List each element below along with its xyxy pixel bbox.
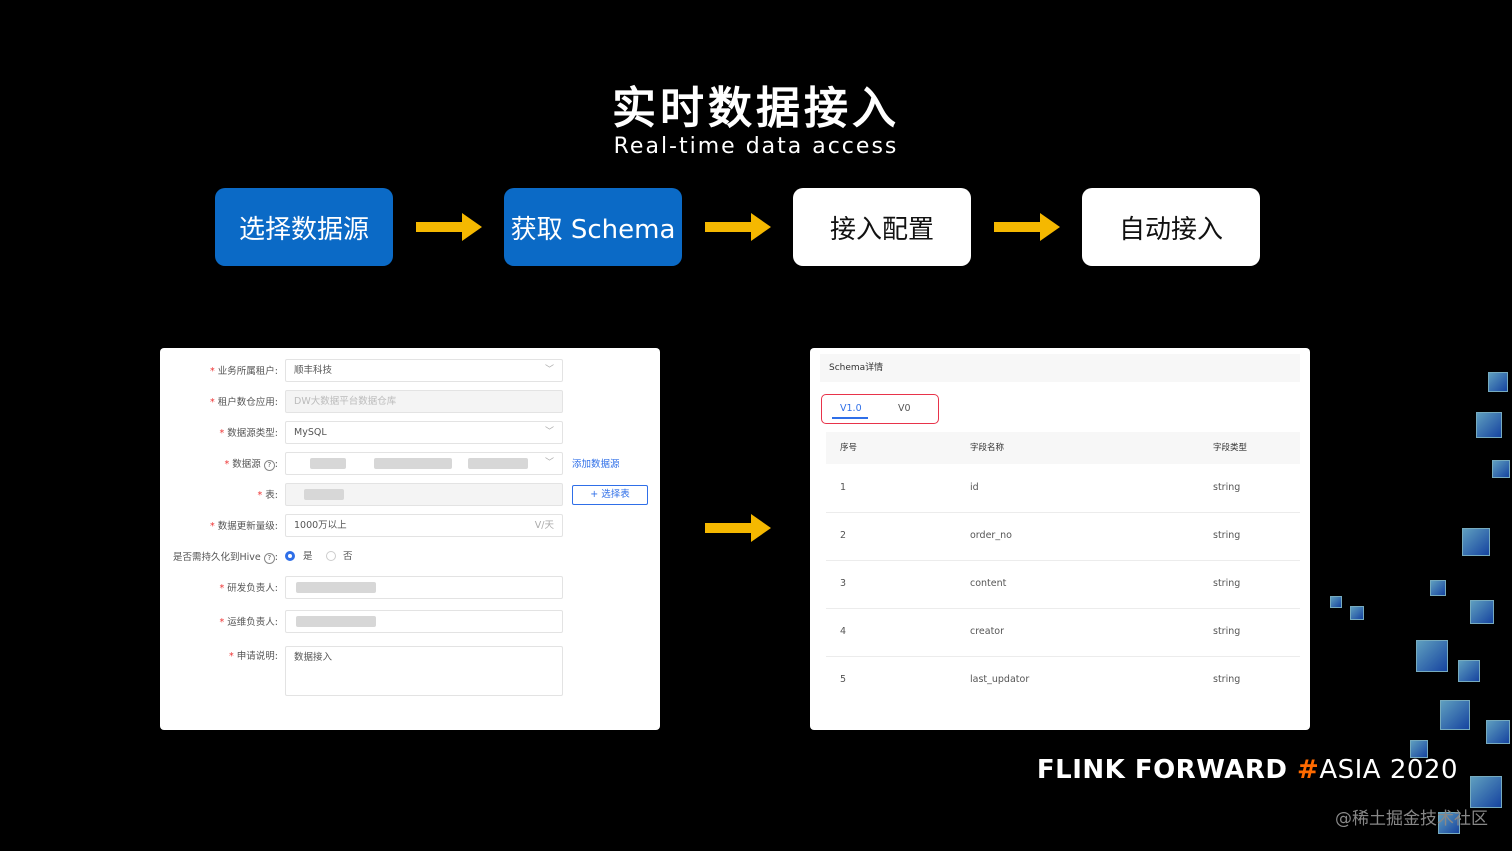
slide-subtitle: Real-time data access bbox=[613, 134, 899, 159]
datasource-select[interactable]: ﹀ bbox=[285, 452, 563, 475]
form-row-dev-owner: *研发负责人: bbox=[160, 576, 660, 602]
step-access-config: 接入配置 bbox=[793, 188, 971, 266]
radio-yes[interactable] bbox=[285, 551, 295, 561]
col-header-field-type: 字段类型 bbox=[1213, 443, 1248, 453]
arrow-icon bbox=[994, 213, 1060, 241]
table-row: 3 content string bbox=[826, 560, 1300, 609]
arrow-icon bbox=[705, 514, 771, 542]
form-row-ops-owner: *运维负责人: bbox=[160, 610, 660, 636]
form-row-tenant: *业务所属租户: 顺丰科技﹀ bbox=[160, 359, 660, 385]
ops-owner-input[interactable] bbox=[285, 610, 563, 633]
tab-v1-0[interactable]: V1.0 bbox=[840, 403, 862, 414]
radio-no-label: 否 bbox=[343, 551, 353, 562]
form-row-table: *表: + 选择表 bbox=[160, 483, 660, 509]
select-table-button[interactable]: + 选择表 bbox=[572, 485, 648, 505]
arrow-icon bbox=[705, 213, 771, 241]
form-label: 是否需持久化到Hive bbox=[173, 552, 261, 563]
active-tab-underline bbox=[832, 417, 868, 419]
redacted-value bbox=[310, 458, 346, 469]
cell-field-type: string bbox=[1213, 482, 1241, 493]
cell-index: 3 bbox=[840, 578, 847, 589]
help-icon[interactable]: ? bbox=[263, 553, 275, 564]
redacted-value bbox=[374, 458, 452, 469]
chevron-down-icon: ﹀ bbox=[544, 427, 554, 437]
form-row-hive: 是否需持久化到Hive ?: 是 否 bbox=[160, 545, 660, 571]
cell-field-name: content bbox=[970, 578, 1007, 589]
cell-field-type: string bbox=[1213, 578, 1241, 589]
col-header-field-name: 字段名称 bbox=[970, 443, 1005, 453]
step-select-datasource: 选择数据源 bbox=[215, 188, 393, 266]
arrow-icon bbox=[416, 213, 482, 241]
form-label: 业务所属租户: bbox=[217, 366, 278, 377]
cell-field-name: creator bbox=[970, 626, 1005, 637]
tab-v0[interactable]: V0 bbox=[898, 403, 911, 414]
volume-unit: V/天 bbox=[534, 520, 554, 531]
form-label: 表: bbox=[265, 490, 278, 501]
table-row: 1 id string bbox=[826, 464, 1300, 513]
table-row: 5 last_updator string bbox=[826, 656, 1300, 704]
cell-index: 1 bbox=[840, 482, 847, 493]
table-row: 4 creator string bbox=[826, 608, 1300, 657]
tenant-app-input: DW大数据平台数据仓库 bbox=[285, 390, 563, 413]
datasource-type-select[interactable]: MySQL﹀ bbox=[285, 421, 563, 444]
description-textarea[interactable]: 数据接入 bbox=[285, 646, 563, 696]
form-row-tenant-app: *租户数仓应用: DW大数据平台数据仓库 bbox=[160, 390, 660, 416]
form-row-description: *申请说明: 数据接入 bbox=[160, 644, 660, 696]
form-label: 数据源类型: bbox=[227, 428, 278, 439]
cell-field-name: last_updator bbox=[970, 674, 1030, 685]
form-row-datasource-type: *数据源类型: MySQL﹀ bbox=[160, 421, 660, 447]
table-row: 2 order_no string bbox=[826, 512, 1300, 561]
cell-field-name: id bbox=[970, 482, 979, 493]
dev-owner-input[interactable] bbox=[285, 576, 563, 599]
col-header-index: 序号 bbox=[840, 443, 858, 453]
form-row-datasource: *数据源 ?: ﹀ 添加数据源 bbox=[160, 452, 660, 478]
cell-field-type: string bbox=[1213, 530, 1241, 541]
table-input bbox=[285, 483, 563, 506]
form-label: 租户数仓应用: bbox=[217, 397, 278, 408]
watermark: @稀土掘金技术社区 bbox=[1335, 809, 1488, 829]
flink-forward-logo: FLINK FORWARD #ASIA 2020 bbox=[1036, 755, 1458, 785]
cell-field-name: order_no bbox=[970, 530, 1012, 541]
redacted-value bbox=[468, 458, 528, 469]
cell-field-type: string bbox=[1213, 626, 1241, 637]
schema-detail-panel: Schema详情 V1.0 V0 序号 字段名称 字段类型 1 id strin… bbox=[810, 348, 1310, 730]
version-tabs: V1.0 V0 bbox=[821, 394, 939, 424]
cell-index: 4 bbox=[840, 626, 847, 637]
cell-index: 5 bbox=[840, 674, 847, 685]
step-auto-access: 自动接入 bbox=[1082, 188, 1260, 266]
access-form-panel: *业务所属租户: 顺丰科技﹀ *租户数仓应用: DW大数据平台数据仓库 *数据源… bbox=[160, 348, 660, 730]
form-label: 研发负责人: bbox=[227, 583, 278, 594]
schema-header: Schema详情 bbox=[820, 354, 1300, 382]
step-get-schema: 获取 Schema bbox=[504, 188, 682, 266]
chevron-down-icon: ﹀ bbox=[544, 365, 554, 375]
radio-yes-label: 是 bbox=[303, 551, 313, 562]
redacted-value bbox=[296, 616, 376, 627]
form-label: 数据源 bbox=[232, 459, 261, 470]
add-datasource-link[interactable]: 添加数据源 bbox=[572, 459, 620, 470]
slide-title: 实时数据接入 bbox=[612, 83, 900, 134]
table-header: 序号 字段名称 字段类型 bbox=[826, 432, 1300, 464]
radio-no[interactable] bbox=[326, 551, 336, 561]
form-label: 申请说明: bbox=[236, 651, 278, 662]
tenant-select[interactable]: 顺丰科技﹀ bbox=[285, 359, 563, 382]
redacted-value bbox=[296, 582, 376, 593]
help-icon[interactable]: ? bbox=[263, 460, 275, 471]
redacted-value bbox=[304, 489, 344, 500]
cell-field-type: string bbox=[1213, 674, 1241, 685]
form-label: 运维负责人: bbox=[227, 617, 278, 628]
chevron-down-icon: ﹀ bbox=[544, 458, 554, 468]
form-label: 数据更新量级: bbox=[217, 521, 278, 532]
cell-index: 2 bbox=[840, 530, 847, 541]
